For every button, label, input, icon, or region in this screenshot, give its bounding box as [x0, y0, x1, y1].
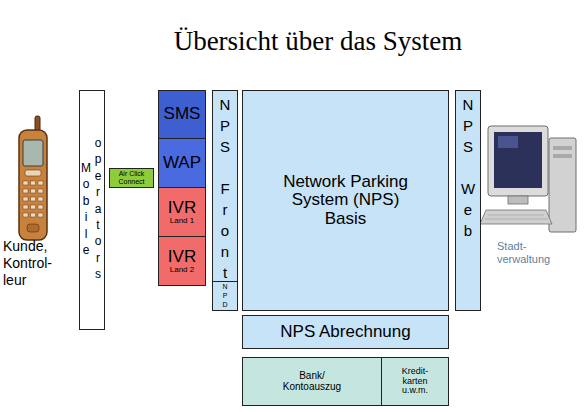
band-label: NPS Web	[461, 96, 476, 243]
payment-box: Kredit- karten u.w.m.	[381, 357, 449, 406]
operator-band: Mobile operators	[79, 90, 105, 330]
payment-label: Kredit- karten u.w.m.	[395, 367, 435, 396]
channel-box: IVRLand 2	[158, 236, 206, 286]
connector-box: Air Click Connect	[109, 168, 154, 188]
billing-label: NPS Abrechnung	[280, 323, 410, 341]
channel-label: IVR	[168, 199, 196, 217]
core-label: Network Parking System (NPS) Basis	[271, 173, 421, 228]
billing-box: NPS Abrechnung	[242, 315, 449, 349]
diagram-title: Übersicht über das System	[118, 26, 518, 57]
system-band: NPS Web	[455, 90, 481, 311]
computer	[480, 126, 576, 232]
channel-box: WAP	[158, 138, 206, 188]
payment-label: Bank/ Kontoauszug	[276, 371, 348, 393]
sub-label: NPD	[222, 283, 229, 310]
country-label: Land 2	[170, 266, 194, 275]
actor-label: Kunde, Kontrol- leur	[3, 238, 65, 288]
sub-box: NPD	[212, 281, 238, 311]
payment-box: Bank/ Kontoauszug	[242, 357, 382, 406]
channel-label: WAP	[163, 154, 201, 172]
mobile-phone	[19, 116, 47, 240]
system-band: NPS FrontNPD	[212, 90, 238, 311]
channel-label: IVR	[168, 248, 196, 266]
country-label: Land 1	[170, 217, 194, 226]
channel-box: IVRLand 1	[158, 187, 206, 237]
band-label: Mobile operators	[80, 91, 104, 329]
channel-box: SMS	[158, 90, 206, 139]
band-label: NPS Front	[218, 96, 233, 285]
channel-label: SMS	[164, 105, 201, 123]
box-label: Air Click Connect	[110, 170, 153, 185]
actor-label: Stadt- verwaltung	[497, 240, 569, 266]
core-box: Network Parking System (NPS) Basis	[242, 90, 449, 311]
